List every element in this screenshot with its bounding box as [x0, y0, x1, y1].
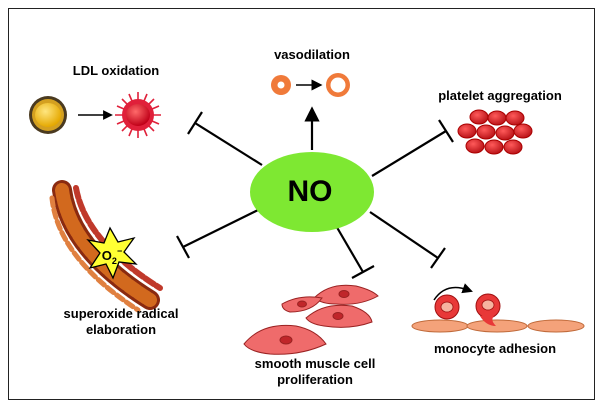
superoxide-label: superoxide radical elaboration: [46, 306, 196, 338]
inhibit-smooth-muscle-line: [334, 223, 364, 273]
inhibit-platelet-line: [371, 130, 447, 177]
no-label: NO: [287, 175, 333, 208]
superoxide-star-icon: O2−: [86, 226, 138, 280]
inhibit-ldl-line: [194, 122, 263, 166]
platelet-cluster-icon: [457, 109, 533, 155]
smooth-muscle-label: smooth muscle cell proliferation: [240, 356, 390, 388]
superoxide-label-line2: elaboration: [85, 322, 157, 337]
inhibit-platelet-bar: [438, 119, 454, 143]
monocyte-adhesion-icon: [411, 283, 585, 333]
ldl-oxidation-icon: [29, 92, 161, 138]
smooth-muscle-cells-icon: [243, 284, 379, 355]
no-ellipse: [250, 152, 374, 232]
inhibit-ldl-bar: [187, 111, 203, 135]
monocyte-adhesion-label: monocyte adhesion: [433, 341, 557, 356]
platelet-aggregation-label: platelet aggregation: [438, 88, 562, 103]
superoxide-symbol: O2−: [102, 246, 122, 266]
superoxide-label-line1: superoxide radical: [63, 306, 179, 321]
inhibit-superoxide-line: [182, 209, 259, 248]
smooth-muscle-label-line1: smooth muscle cell: [254, 356, 376, 371]
smooth-muscle-label-line2: proliferation: [277, 372, 353, 387]
vasodilation-icon: [271, 73, 350, 97]
inhibit-monocyte-line: [369, 211, 439, 259]
vessel-wall-cells-icon: [49, 180, 163, 313]
ldl-oxidation-label: LDL oxidation: [72, 63, 160, 78]
vasodilation-label: vasodilation: [274, 47, 350, 62]
inhibit-monocyte-bar: [430, 247, 446, 269]
connectors: [176, 106, 454, 279]
inhibit-superoxide-bar: [176, 235, 190, 259]
inhibit-smooth-muscle-bar: [351, 265, 375, 279]
